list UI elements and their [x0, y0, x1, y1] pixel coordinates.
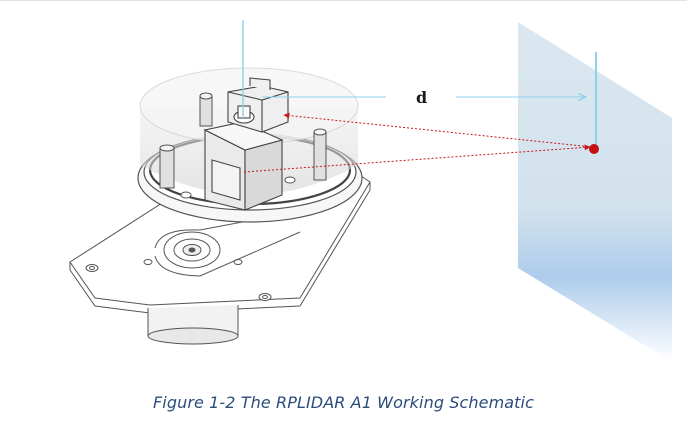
- target-wall: [518, 22, 672, 362]
- top-rule: [0, 0, 687, 1]
- motor-housing: [147, 305, 239, 345]
- laser-paths: [243, 112, 593, 173]
- laser-emit-line: [243, 144, 591, 173]
- target-point: [589, 144, 599, 154]
- figure-caption: Figure 1-2 The RPLIDAR A1 Working Schema…: [152, 393, 535, 412]
- distance-label: d: [416, 88, 428, 107]
- mounting-posts: [159, 92, 327, 199]
- rplidar-schematic-diagram: [69, 20, 672, 362]
- distance-guides: [242, 20, 597, 146]
- belt-pulley: [143, 213, 301, 277]
